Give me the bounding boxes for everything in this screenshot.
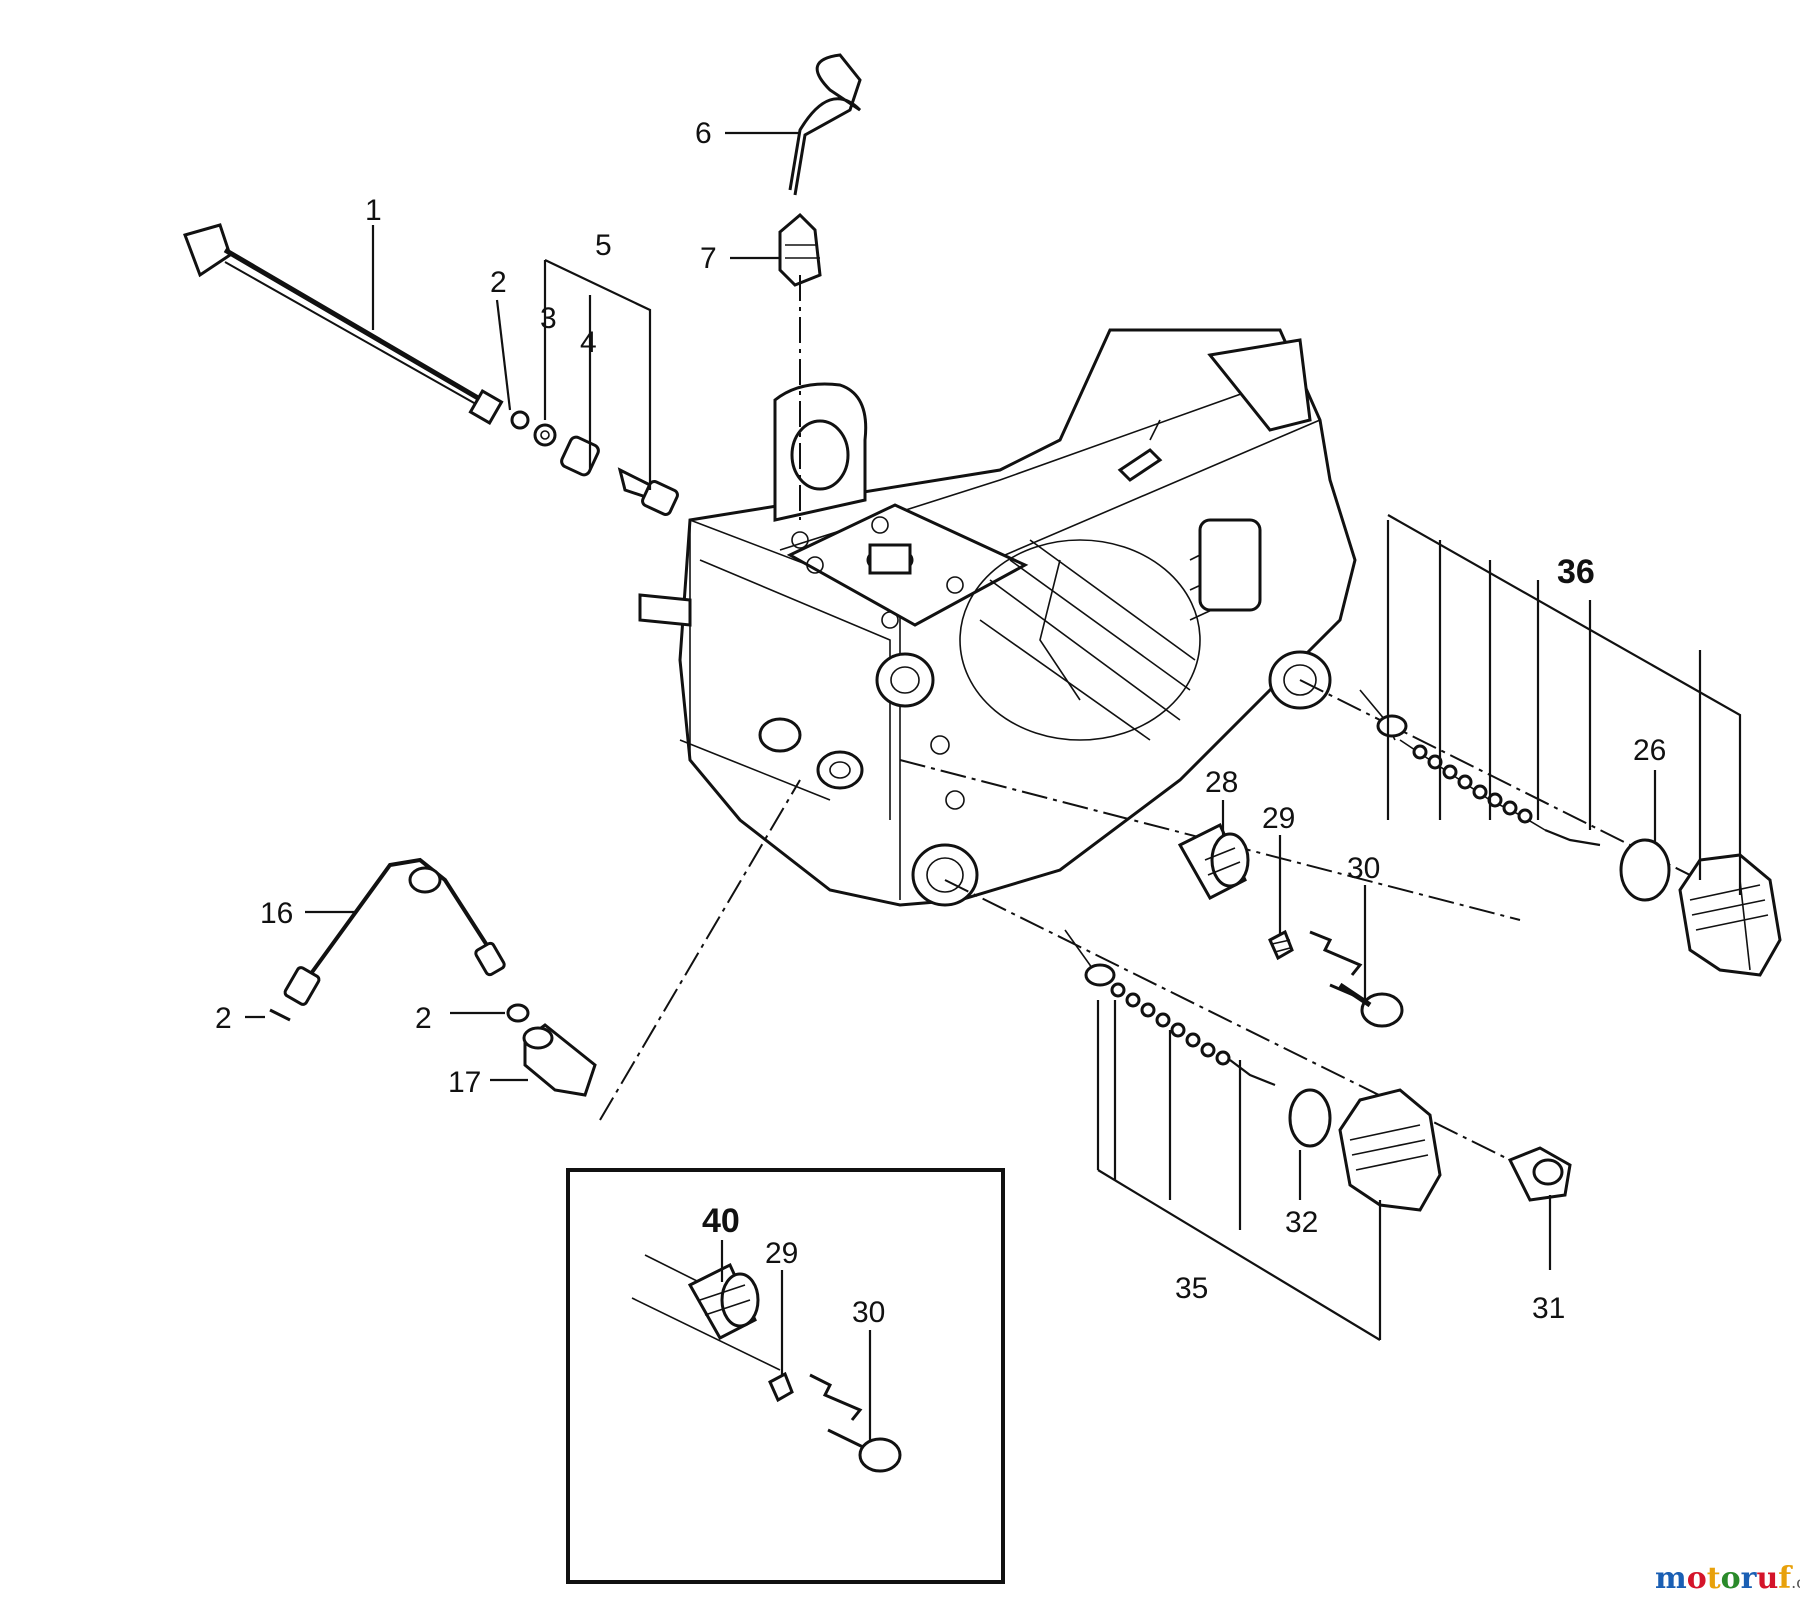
inset-label-40: 40 xyxy=(702,1202,740,1240)
part-28-bushing xyxy=(1177,822,1250,900)
label-2-center: 2 xyxy=(415,1002,432,1035)
label-2-top: 2 xyxy=(490,266,507,299)
label-16: 16 xyxy=(260,897,293,930)
label-31: 31 xyxy=(1532,1292,1565,1325)
label-30: 30 xyxy=(1347,852,1380,885)
part-29-spring xyxy=(1268,929,1294,961)
label-35: 35 xyxy=(1175,1272,1208,1305)
label-2-left: 2 xyxy=(215,1002,232,1035)
label-36: 36 xyxy=(1557,553,1595,591)
part-17-filter xyxy=(522,1023,597,1097)
part-6-wire-clip xyxy=(788,53,862,196)
part-30-pin xyxy=(1309,930,1404,1028)
watermark-logo: motoruf.de xyxy=(1655,1561,1800,1596)
part-7-grommet xyxy=(778,212,822,287)
crankcase-housing xyxy=(638,328,1357,907)
part-35-oil-cap-assembly xyxy=(1064,929,1442,1212)
label-29: 29 xyxy=(1262,802,1295,835)
leader-lines xyxy=(245,131,1742,1341)
detail-inset xyxy=(566,1168,1005,1584)
part-36-fuel-cap-assembly xyxy=(1359,689,1782,977)
label-32: 32 xyxy=(1285,1206,1318,1239)
label-26: 26 xyxy=(1633,734,1666,767)
inset-label-29: 29 xyxy=(765,1237,798,1270)
label-7: 7 xyxy=(700,242,717,275)
label-4: 4 xyxy=(580,326,597,359)
label-5: 5 xyxy=(595,229,612,262)
label-3: 3 xyxy=(540,302,557,335)
label-1: 1 xyxy=(365,194,382,227)
watermark-text: motoruf xyxy=(1655,1561,1793,1596)
label-17: 17 xyxy=(448,1066,481,1099)
inset-label-30: 30 xyxy=(852,1296,885,1329)
watermark-suffix: .de xyxy=(1791,1573,1800,1592)
callout-labels: 1 2 3 4 5 6 7 16 2 2 17 28 29 30 36 26 3… xyxy=(215,117,1666,1329)
part-1-rod xyxy=(183,223,504,425)
label-6: 6 xyxy=(695,117,712,150)
part-31-plug xyxy=(1507,1146,1572,1202)
part-16-oil-pipe xyxy=(283,857,506,1006)
label-28: 28 xyxy=(1205,766,1238,799)
part-2-spring-left xyxy=(269,1008,291,1022)
part-2-oring-center xyxy=(506,1003,530,1023)
parts-2-5-seal-stack xyxy=(510,410,679,516)
